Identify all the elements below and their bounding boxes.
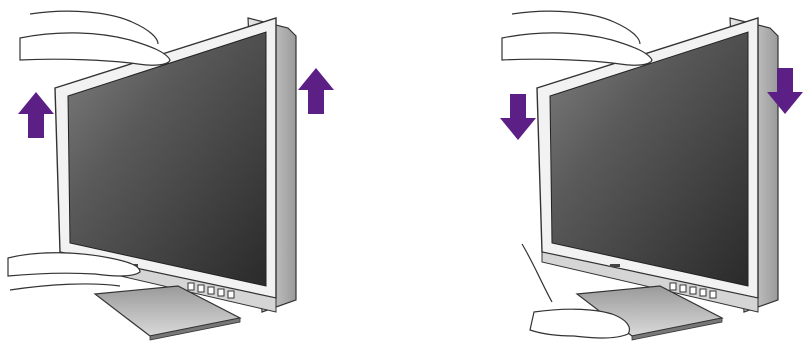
hand-icon (20, 11, 170, 65)
monitor-icon (55, 18, 296, 340)
lower-monitor-illustration (500, 11, 803, 340)
arrow-down-icon (500, 94, 536, 140)
hand-icon (502, 11, 652, 65)
arrow-up-icon (298, 68, 334, 114)
raise-monitor-illustration (8, 11, 334, 340)
monitor-icon (537, 18, 778, 340)
arrow-up-icon (18, 92, 54, 138)
